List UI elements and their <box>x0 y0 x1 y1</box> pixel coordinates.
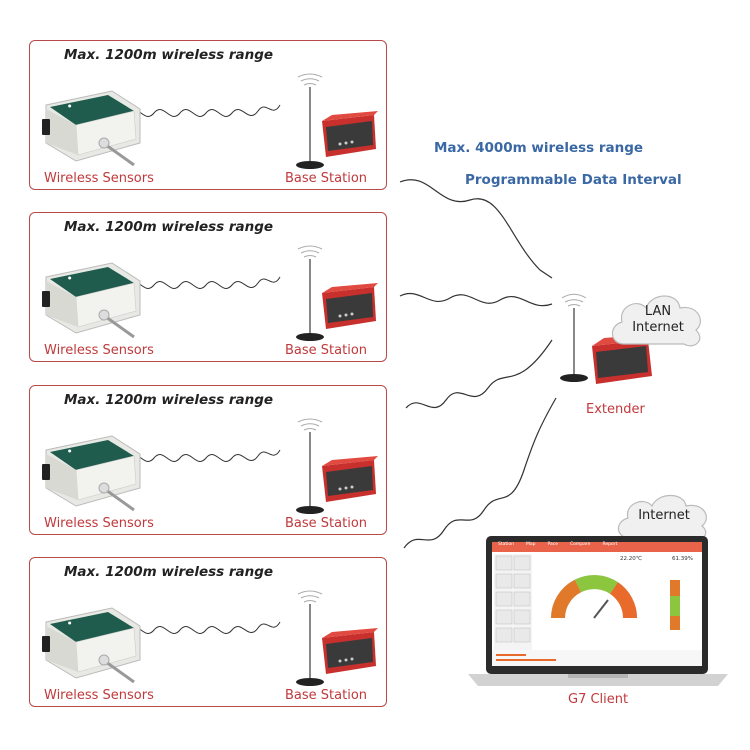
sensor-network-panel-4: Max. 1200m wireless range ● Wireless Sen… <box>29 557 387 707</box>
screen-tab-compare[interactable]: Compare <box>570 542 591 547</box>
interval-text: Programmable Data Interval <box>465 172 682 188</box>
lan-internet-cloud-icon <box>611 295 701 347</box>
wireless-sensor-icon: ● <box>42 435 141 512</box>
sensor-network-panel-3: Max. 1200m wireless range ● Wireless Sen… <box>29 385 387 535</box>
internet-cloud-icon <box>617 494 707 541</box>
base-station-icon <box>296 245 378 341</box>
screen-tab-bar: Station Map Pace Compare Report <box>498 542 617 547</box>
base-station-icon <box>296 418 378 514</box>
screen-tab-report[interactable]: Report <box>602 542 618 547</box>
svg-text:●: ● <box>68 448 72 453</box>
sensor-network-panel-2: Max. 1200m wireless range ● Wireless Sen… <box>29 212 387 362</box>
wireless-sensor-icon: ● <box>42 262 141 339</box>
lan-cloud-text: LAN Internet <box>620 304 696 336</box>
panel-heading: Max. 1200m wireless range <box>64 392 274 408</box>
wireless-sensor-icon: ● <box>42 90 141 167</box>
screen-temperature: 22.20℃ <box>620 556 642 562</box>
extender-label: Extender <box>586 402 645 417</box>
lan-text: LAN <box>644 304 672 319</box>
internet-cloud-text: Internet <box>638 508 690 523</box>
extender-icon <box>560 293 656 384</box>
panel-heading: Max. 1200m wireless range <box>64 564 274 580</box>
wireless-sensors-label: Wireless Sensors <box>44 343 154 358</box>
laptop-icon <box>468 536 728 686</box>
base-station-icon <box>296 590 378 686</box>
svg-text:●: ● <box>68 103 72 108</box>
screen-tab-station[interactable]: Station <box>498 542 514 547</box>
base-station-label: Base Station <box>285 516 368 531</box>
wireless-sensors-label: Wireless Sensors <box>44 516 154 531</box>
base-station-label: Base Station <box>285 343 368 358</box>
screen-tab-map[interactable]: Map <box>526 542 536 547</box>
svg-text:●: ● <box>68 620 72 625</box>
sensor-network-panel-1: Max. 1200m wireless range ● Wireless Sen… <box>29 40 387 190</box>
wireless-sensors-label: Wireless Sensors <box>44 688 154 703</box>
panel-heading: Max. 1200m wireless range <box>64 47 274 63</box>
internet-text: Internet <box>632 320 684 335</box>
svg-text:●: ● <box>68 275 72 280</box>
range-text: Max. 4000m wireless range <box>434 140 644 156</box>
panel-heading: Max. 1200m wireless range <box>64 219 274 235</box>
wireless-sensor-icon: ● <box>42 607 141 684</box>
wireless-sensors-label: Wireless Sensors <box>44 171 154 186</box>
base-station-icon <box>296 73 378 169</box>
screen-humidity: 61.39% <box>672 556 693 562</box>
screen-tab-pace[interactable]: Pace <box>547 542 559 547</box>
base-station-label: Base Station <box>285 688 368 703</box>
base-station-label: Base Station <box>285 171 368 186</box>
g7-client-label: G7 Client <box>568 692 629 707</box>
